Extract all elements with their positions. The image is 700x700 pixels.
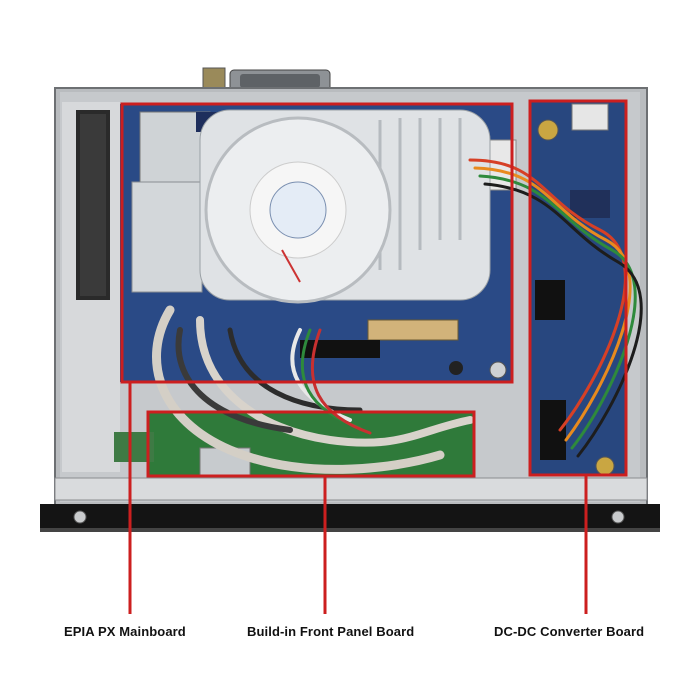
- leader-lines: [128, 382, 588, 614]
- highlight-boxes: [120, 99, 628, 478]
- front-panel-pcb: [114, 412, 474, 477]
- dc-dc-board: [530, 100, 626, 476]
- mainboard-highlight-box: [120, 102, 514, 384]
- front-panel-board-label: Build-in Front Panel Board: [247, 624, 415, 639]
- cooling-fan: [204, 116, 392, 304]
- dc-dc-highlight-box: [528, 99, 628, 477]
- board-components: [300, 319, 507, 379]
- front-panel-highlight-box: [146, 410, 476, 478]
- vga-connector: [202, 67, 331, 93]
- mainboard-label: EPIA PX Mainboard: [64, 624, 186, 639]
- dc-dc-converter-label: DC-DC Converter Board: [494, 624, 645, 639]
